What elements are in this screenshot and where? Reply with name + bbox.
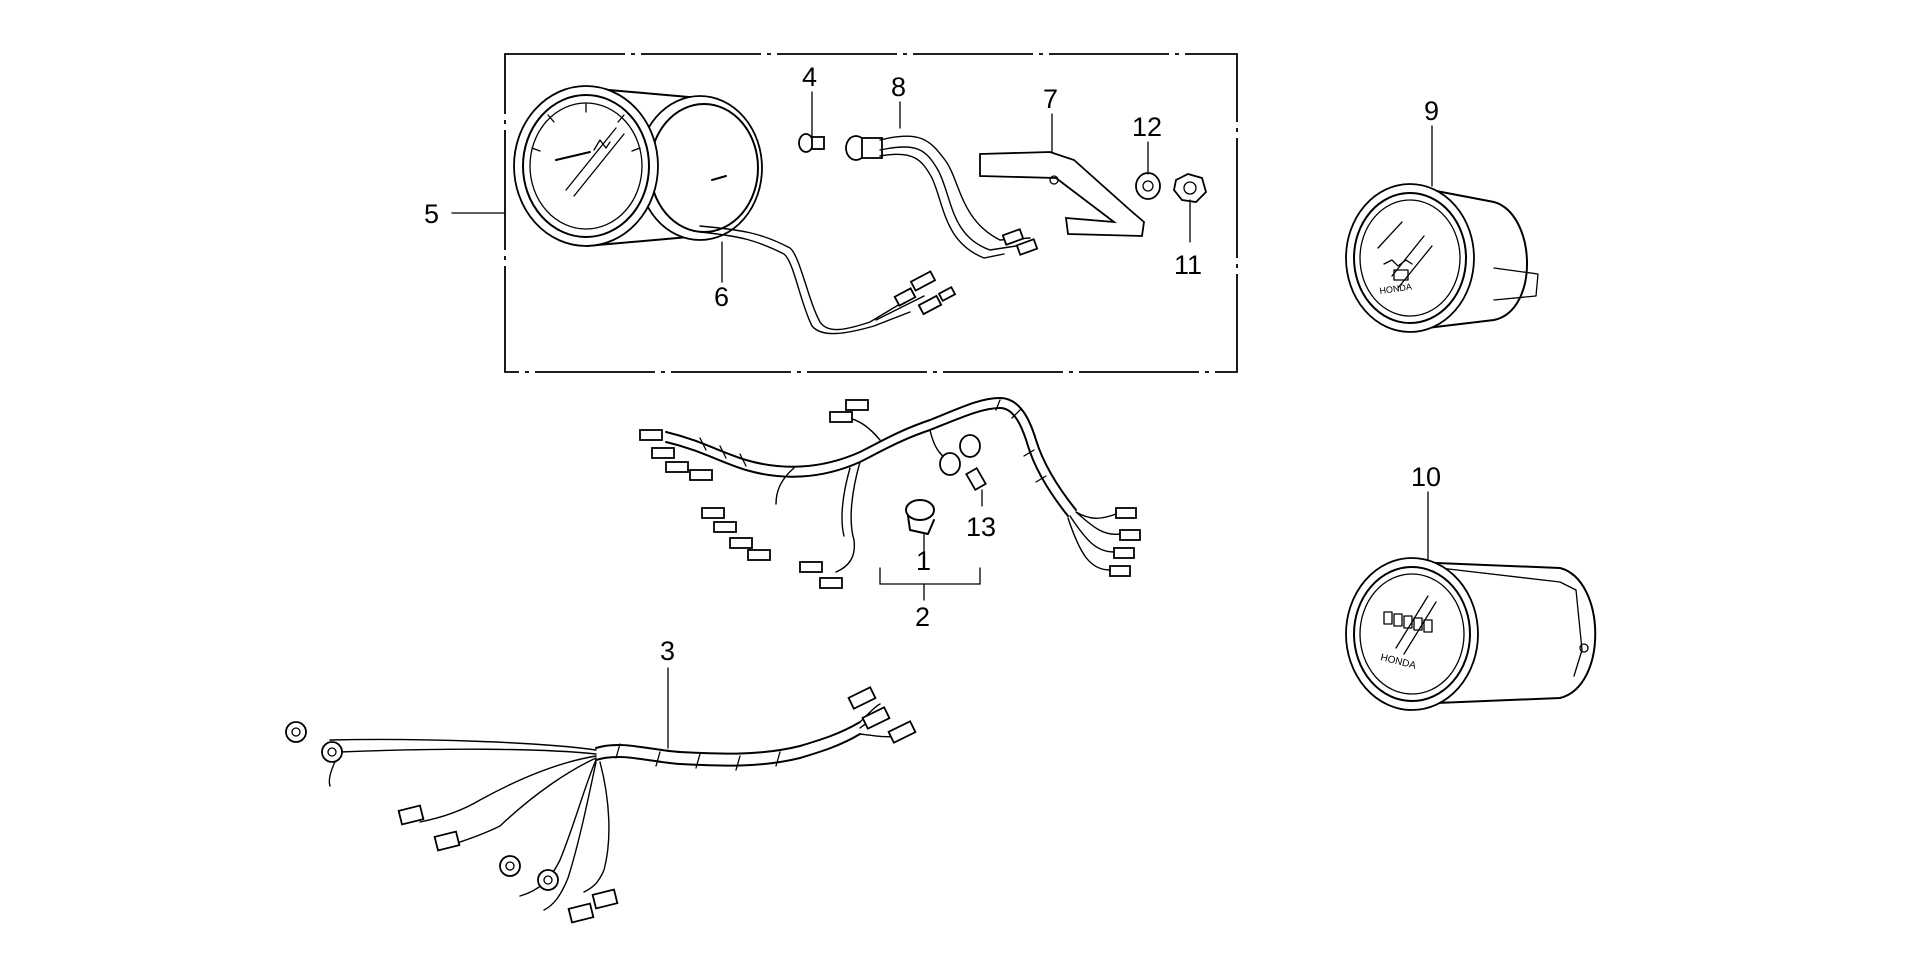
callout-12: 12 <box>1132 112 1162 142</box>
callout-2: 2 <box>915 602 930 632</box>
lower-harness <box>285 686 917 924</box>
nut-part <box>1173 173 1208 203</box>
callout-10: 10 <box>1411 462 1441 492</box>
gauge-9-brand: HONDA <box>1379 282 1413 296</box>
callout-3: 3 <box>660 636 675 666</box>
bracket-part <box>979 151 1145 237</box>
clamp-part <box>905 499 935 535</box>
plug-part <box>965 466 987 492</box>
callout-13: 13 <box>966 512 996 542</box>
harness-connector <box>893 270 957 316</box>
tachometer-gauge <box>513 85 957 335</box>
leader-lines <box>451 91 1433 749</box>
socket-part <box>845 135 1039 259</box>
main-harness <box>639 397 1141 589</box>
gauge-10: HONDA <box>1345 557 1597 711</box>
callout-1: 1 <box>916 546 931 576</box>
callout-9: 9 <box>1424 96 1439 126</box>
bulb-part <box>798 133 825 153</box>
callout-11: 11 <box>1174 250 1202 280</box>
callout-8: 8 <box>891 72 906 102</box>
washer-part <box>1135 172 1161 200</box>
callout-4: 4 <box>802 62 817 92</box>
gauge-9: HONDA <box>1345 183 1539 333</box>
callout-5: 5 <box>424 199 439 229</box>
callout-7: 7 <box>1043 84 1058 114</box>
callout-6: 6 <box>714 282 729 312</box>
